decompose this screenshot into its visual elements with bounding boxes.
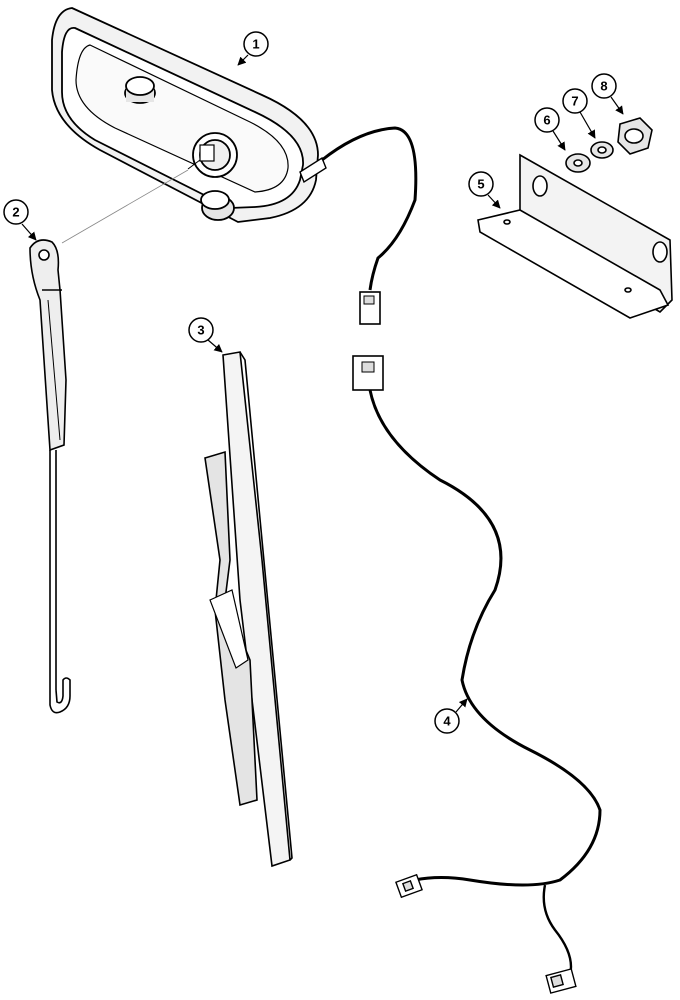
callout-7: 7 [562,88,596,139]
callout-6: 6 [534,107,566,151]
callout-7-label: 7 [571,94,578,109]
motor-cable [321,126,418,325]
callout-4-label: 4 [443,714,451,729]
callout-1: 1 [237,31,269,66]
callout-6-label: 6 [543,113,550,128]
callout-8: 8 [591,73,624,115]
wiper-arm [29,239,71,714]
lock-washer [590,141,614,159]
callout-3: 3 [188,317,223,353]
flat-washer [565,153,591,173]
callout-5: 5 [468,171,501,209]
callout-8-label: 8 [600,79,607,94]
callout-4: 4 [434,698,468,734]
hex-nut [617,117,653,155]
leader-line-shaft [61,169,189,244]
callout-2-label: 2 [12,205,19,220]
wiper-harness [352,355,602,994]
callout-5-label: 5 [477,177,484,192]
mounting-bracket [477,153,673,319]
callout-2: 2 [3,199,37,241]
wiper-motor [51,7,327,223]
callout-1-label: 1 [252,37,259,52]
fasteners [565,117,653,173]
callout-3-label: 3 [197,323,204,338]
wiper-blade [204,351,293,868]
